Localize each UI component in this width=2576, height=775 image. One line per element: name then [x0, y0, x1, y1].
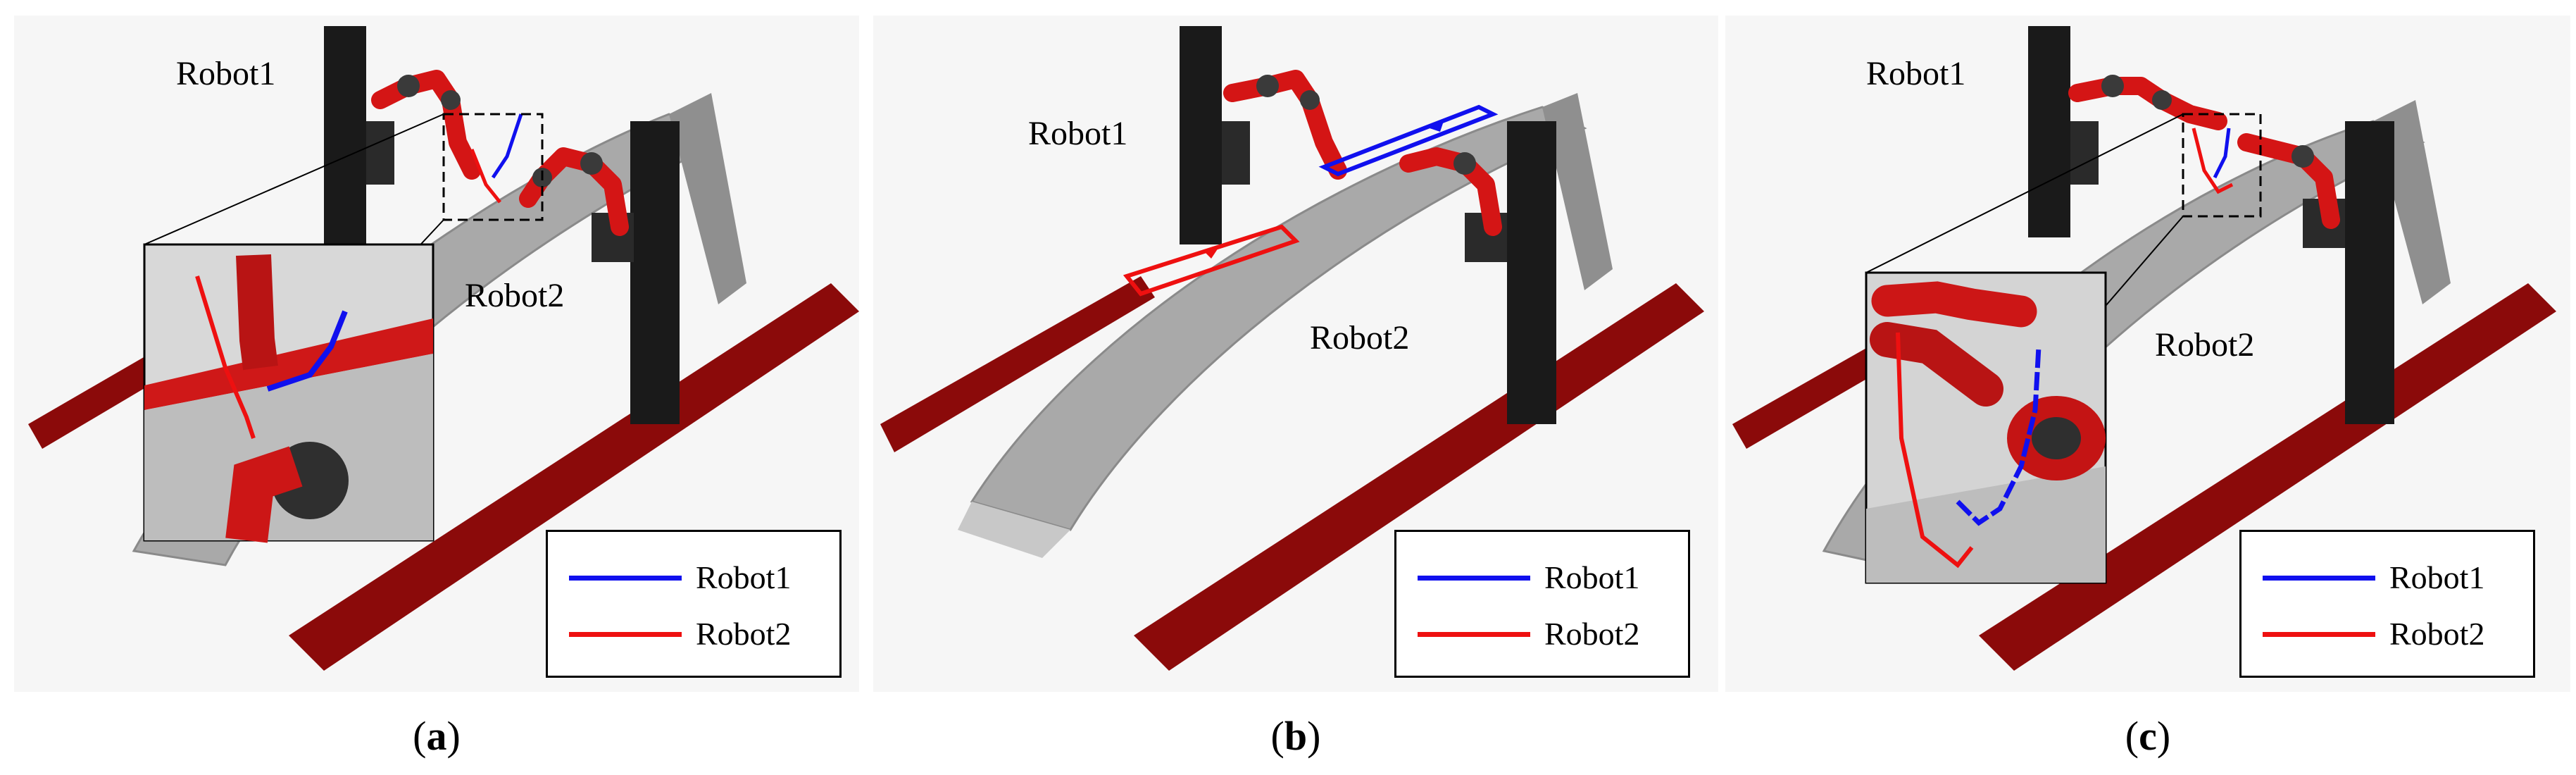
panel-a: Robot1 Robot2 Robot1 Robot2: [14, 16, 859, 692]
zoom-connector: [1865, 113, 2184, 273]
legend-label: Robot1: [696, 559, 792, 595]
robot1-joint: [441, 90, 461, 110]
legend-item-robot1: Robot1: [548, 557, 839, 599]
robot2-label: Robot2: [465, 277, 565, 314]
tower-left: [324, 26, 366, 244]
legend-item-robot2: Robot2: [2242, 613, 2533, 655]
tower-left-bracket: [366, 121, 394, 185]
robot1-label: Robot1: [1866, 55, 1966, 92]
robot2-joint: [580, 152, 603, 175]
rail-right: [1134, 283, 1704, 671]
legend-label: Robot2: [696, 616, 792, 652]
robot2-label: Robot2: [1310, 319, 1410, 356]
legend-swatch-robot1: [2263, 576, 2375, 581]
scene-a: [14, 16, 859, 692]
caption-a: (a): [366, 712, 507, 761]
inset-robot-middle: [1870, 322, 2003, 407]
robot1-joint: [1300, 90, 1320, 110]
legend-label: Robot2: [1544, 616, 1640, 652]
tower-right: [630, 121, 680, 424]
legend-swatch-robot2: [569, 632, 682, 637]
robot1-path: [1318, 104, 1499, 177]
caption-letter: a: [426, 713, 447, 759]
legend-item-robot2: Robot2: [1396, 613, 1688, 655]
tower-left-bracket: [2070, 121, 2099, 185]
robot2-path-arrow: [1204, 248, 1218, 259]
rail-right: [1979, 283, 2556, 671]
arch-side: [958, 502, 1070, 558]
inset-robot-arm: [236, 254, 278, 371]
inset-arch-surface: [1866, 466, 2106, 583]
caption-open: (: [1270, 713, 1284, 759]
caption-close: ): [1307, 713, 1321, 759]
zoom-focus-box: [442, 113, 544, 221]
legend-label: Robot1: [1544, 559, 1640, 595]
robot1-joint: [1256, 75, 1279, 97]
legend-label: Robot1: [2389, 559, 2485, 595]
robot1-path: [2213, 128, 2231, 179]
panel-c: Robot1 Robot2 Robot1 Robot2: [1725, 16, 2570, 692]
robot2-path: [2192, 128, 2234, 194]
legend: Robot1 Robot2: [2239, 530, 2535, 678]
legend-item-robot2: Robot2: [548, 613, 839, 655]
legend: Robot1 Robot2: [546, 530, 842, 678]
robot2-path: [1123, 224, 1300, 297]
robot1-joint: [2101, 75, 2124, 97]
inset-robot-upper: [1871, 281, 2037, 328]
legend-swatch-robot2: [2263, 632, 2375, 637]
robot2-joint: [2291, 145, 2314, 168]
caption-close: ): [2156, 713, 2171, 759]
robot1-label: Robot1: [1028, 115, 1128, 152]
inset-robot1-path: [1956, 346, 2042, 526]
inset-red-beam: [144, 318, 433, 410]
legend-label: Robot2: [2389, 616, 2485, 652]
caption-b: (b): [1225, 712, 1366, 761]
tower-right: [2345, 121, 2394, 424]
inset-robot-lower: [225, 446, 303, 543]
robot2-joint: [1453, 152, 1476, 175]
tower-left: [2028, 26, 2070, 237]
inset-robot1-path: [266, 310, 348, 392]
legend-swatch-robot1: [569, 576, 682, 581]
scene-c: [1725, 16, 2570, 692]
caption-c: (c): [2077, 712, 2218, 761]
caption-open: (: [2125, 713, 2139, 759]
tower-left: [1180, 26, 1222, 244]
robot2-path: [470, 149, 501, 204]
arch-side: [1542, 93, 1613, 290]
robot1-joint: [397, 75, 420, 97]
legend-item-robot1: Robot1: [2242, 557, 2533, 599]
zoom-connector: [144, 113, 444, 245]
inset-robot-joint: [2032, 417, 2081, 459]
robot1-path-arrow: [1430, 121, 1444, 132]
robot2-label: Robot2: [2155, 326, 2255, 364]
legend: Robot1 Robot2: [1394, 530, 1690, 678]
rail-left: [880, 276, 1155, 452]
rail-right: [289, 283, 859, 671]
legend-item-robot1: Robot1: [1396, 557, 1688, 599]
robot1-path: [491, 113, 523, 179]
caption-letter: b: [1284, 713, 1308, 759]
inset-robot2-path: [195, 275, 256, 439]
caption-open: (: [413, 713, 427, 759]
arch-side: [669, 93, 746, 304]
legend-swatch-robot2: [1418, 632, 1530, 637]
zoom-focus-box: [2182, 113, 2262, 218]
caption-letter: c: [2139, 713, 2157, 759]
tower-right: [1507, 121, 1556, 424]
inset-robot2-path: [1896, 332, 1974, 569]
robot1-joint: [2152, 90, 2172, 110]
panel-b: Robot1 Robot2 Robot1 Robot2: [873, 16, 1718, 692]
caption-close: ): [446, 713, 461, 759]
robot1-label: Robot1: [176, 55, 276, 92]
tower-left-bracket: [1222, 121, 1250, 185]
legend-swatch-robot1: [1418, 576, 1530, 581]
